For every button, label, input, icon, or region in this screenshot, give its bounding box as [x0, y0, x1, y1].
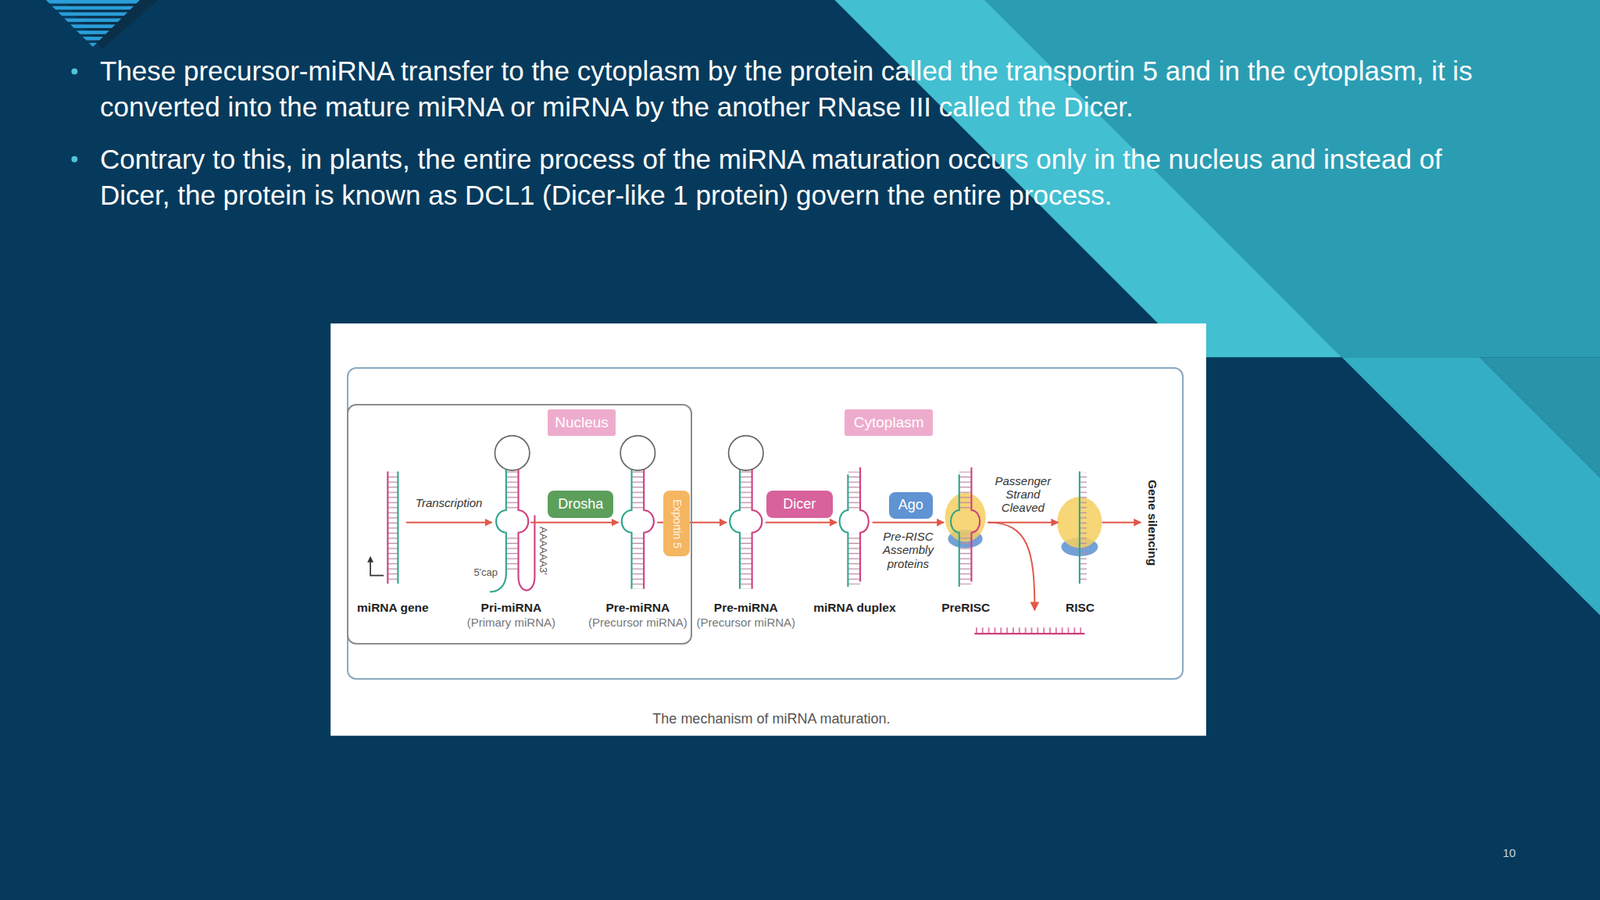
polya-label: AAAAAA3' [535, 515, 550, 587]
bullet-dot [71, 68, 78, 75]
risc-complex [1057, 471, 1102, 584]
process-arrow [987, 521, 1058, 524]
enzyme-pill: Drosha [547, 490, 614, 518]
exporter-pill: Exportin 5 [663, 490, 690, 557]
page-number: 10 [1489, 846, 1529, 860]
figure-caption: The mechanism of miRNA maturation. [567, 710, 975, 728]
enzyme-pill: Dicer [766, 490, 833, 518]
end-label: 5'cap [467, 566, 504, 579]
bullet-text: These precursor-miRNA transfer to the cy… [100, 53, 1475, 125]
protein-name: Exportin 5 [663, 490, 690, 557]
cleaved-strand [974, 627, 1085, 634]
protein-name: Dicer [766, 490, 833, 518]
stage-name: miRNA gene [318, 600, 468, 615]
stage-name: Pri-miRNA [436, 600, 586, 615]
step-note: Pre-RISC Assembly proteins [877, 529, 939, 572]
bullet-dot [71, 156, 78, 163]
process-arrow [872, 521, 944, 524]
region-box: miRNA genePri-miRNA(Primary miRNA) Drosha… [346, 367, 1184, 680]
stage-name: miRNA duplex [780, 600, 929, 615]
process-arrow [765, 521, 837, 524]
region-label: Cytoplasm [844, 409, 934, 436]
figure-panel [330, 323, 1207, 736]
molecule-stage: Pre-miRNA(Precursor miRNA) [618, 433, 658, 597]
stage-name: Pre-miRNA [563, 600, 712, 615]
bullet-text: Contrary to this, in plants, the entire … [100, 141, 1475, 214]
protein-name: Ago [889, 492, 933, 519]
complex-stage: PreRISC [943, 433, 988, 597]
molecule-stage: miRNA duplex [836, 433, 873, 597]
process-arrow [1102, 521, 1142, 524]
decor-band [1479, 357, 1600, 478]
outcome-text: Gene silencing [1140, 469, 1164, 577]
edge-label: Passenger Strand Cleaved [985, 474, 1060, 515]
pre-mirna-hairpin [728, 435, 764, 590]
stage-subtitle: (Primary miRNA) [436, 615, 586, 630]
stage-name: RISC [1006, 600, 1155, 615]
process-arrow [530, 521, 618, 524]
duplex-symbol [839, 467, 869, 587]
stage-name: Pre-miRNA [671, 600, 821, 615]
stage-subtitle: (Precursor miRNA) [671, 615, 821, 630]
protein-name: Drosha [547, 490, 614, 518]
stage-subtitle: (Precursor miRNA) [563, 615, 712, 630]
pre-mirna-hairpin [620, 435, 655, 590]
protein-pill: Ago [889, 492, 933, 519]
gene-symbol [367, 471, 398, 584]
molecule-stage: miRNA gene [379, 433, 407, 597]
process-arrow [406, 521, 493, 524]
complex-stage: RISC [1057, 433, 1102, 597]
region-box: miRNA genePri-miRNA(Primary miRNA) Drosha… [346, 403, 692, 645]
decor-band [1342, 357, 1600, 615]
edge-label: Transcription [403, 496, 496, 510]
outcome-label: Gene silencing [1140, 469, 1164, 577]
region-label: Nucleus [547, 409, 617, 436]
molecule-stage: Pre-miRNA(Precursor miRNA) [726, 433, 766, 597]
duplex-symbol [950, 467, 980, 587]
stage-name: PreRISC [891, 600, 1040, 615]
cleavage-arrow [987, 522, 1035, 611]
decor-band [834, 0, 1342, 358]
decor-stripes [46, 0, 140, 47]
